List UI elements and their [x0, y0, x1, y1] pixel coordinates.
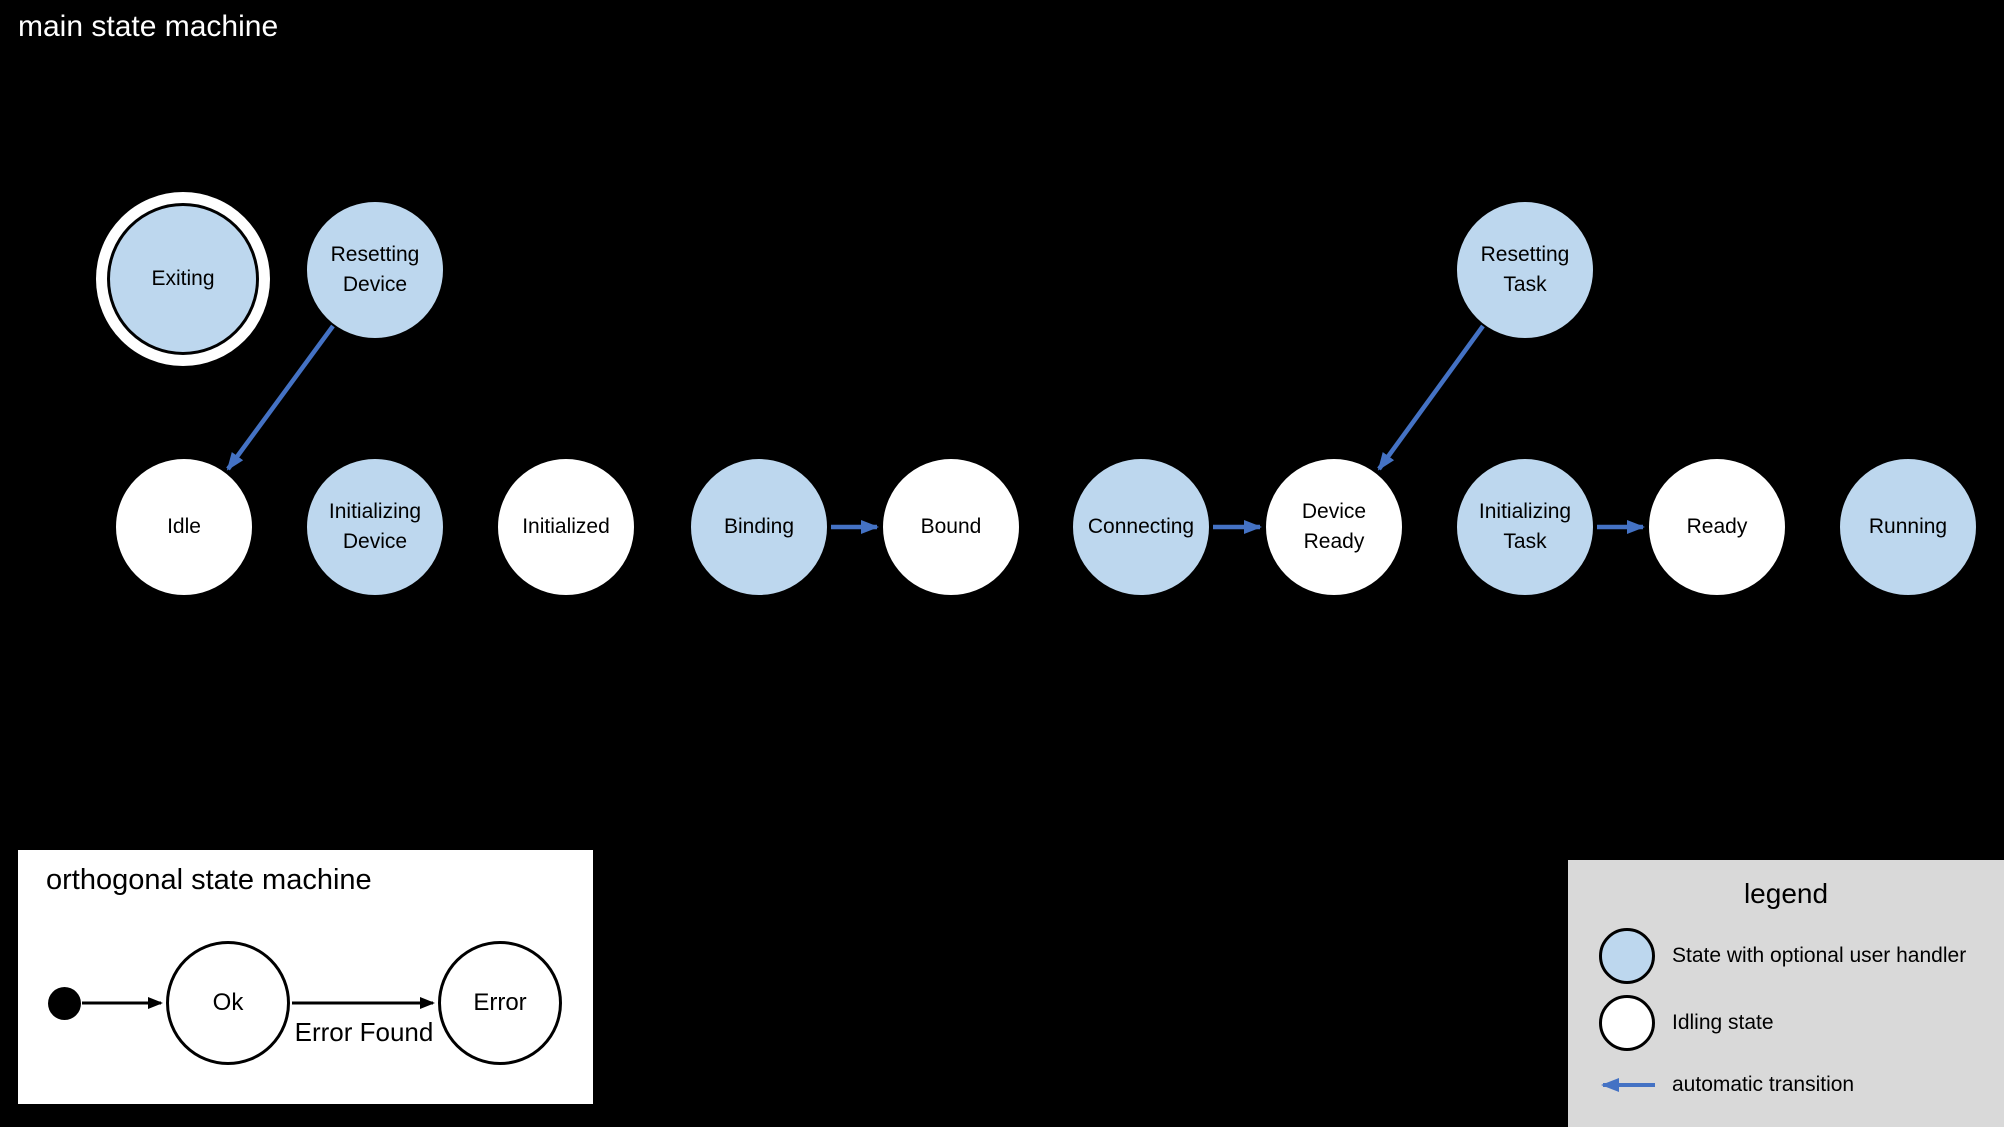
idling-state-circle-icon: [1599, 995, 1655, 1051]
state-binding: Binding: [689, 457, 829, 597]
main-machine-title: main state machine: [18, 10, 279, 43]
state-label: Initialized: [522, 514, 610, 538]
legend-item-idling-state: Idling state: [1672, 1011, 1774, 1034]
state-exiting-final-ring: Exiting: [96, 192, 270, 366]
initial-state-dot: [48, 987, 81, 1020]
state-label: Resetting Device: [330, 242, 420, 296]
transition-arrow-resetting-device-to-idle: [226, 324, 335, 471]
state-idle: Idle: [114, 457, 254, 597]
state-bound: Bound: [881, 457, 1021, 597]
transition-label-error-found: Error Found: [294, 1017, 434, 1047]
state-initializing-task: Initializing Task: [1455, 457, 1595, 597]
state-label: Connecting: [1087, 514, 1195, 538]
state-device-ready: Device Ready: [1264, 457, 1404, 597]
state-initializing-device: Initializing Device: [305, 457, 445, 597]
state-label: Exiting: [151, 266, 215, 290]
legend-item-handler-state: State with optional user handler: [1672, 944, 1967, 967]
state-label: Initializing Device: [328, 499, 422, 553]
state-label: Idle: [167, 514, 201, 538]
state-exiting: Exiting: [107, 203, 259, 355]
legend-panel: [1568, 860, 2004, 1127]
state-error: Error: [438, 941, 562, 1065]
state-running: Running: [1838, 457, 1978, 597]
handler-state-circle-icon: [1599, 928, 1655, 984]
state-label: Ready: [1686, 514, 1748, 538]
state-label: Resetting Task: [1480, 242, 1570, 296]
state-resetting-task: Resetting Task: [1455, 200, 1595, 340]
state-label: Ok: [212, 989, 244, 1016]
state-ok: Ok: [166, 941, 290, 1065]
state-initialized: Initialized: [496, 457, 636, 597]
state-label: Binding: [723, 514, 795, 538]
state-ready: Ready: [1647, 457, 1787, 597]
state-label: Running: [1868, 514, 1948, 538]
state-label: Error: [473, 989, 527, 1016]
state-resetting-device: Resetting Device: [305, 200, 445, 340]
transition-arrow-resetting-task-to-device-ready: [1377, 324, 1485, 471]
legend-title: legend: [1743, 878, 1829, 909]
state-label: Initializing Task: [1478, 499, 1572, 553]
legend-item-automatic-transition: automatic transition: [1672, 1073, 1855, 1096]
orthogonal-machine-title: orthogonal state machine: [46, 864, 372, 896]
state-connecting: Connecting: [1071, 457, 1211, 597]
state-label: Device Ready: [1301, 499, 1367, 553]
state-label: Bound: [920, 514, 982, 538]
